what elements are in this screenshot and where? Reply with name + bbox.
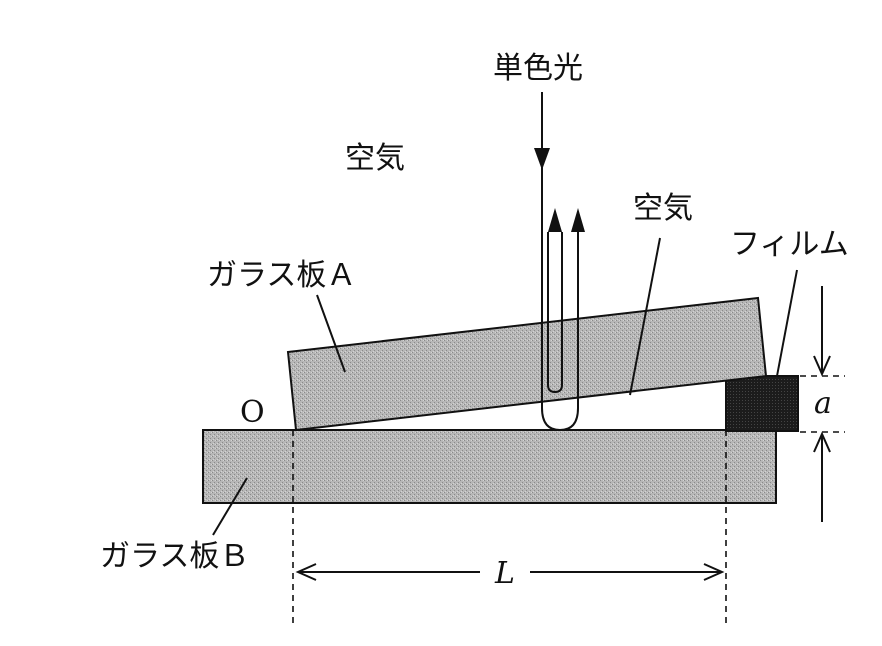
label-air-gap: 空気 xyxy=(633,191,693,226)
leader-film xyxy=(776,269,798,377)
thickness-arrowhead-top xyxy=(813,355,831,377)
label-plate-a: ガラス板Ａ xyxy=(207,258,356,293)
label-origin: O xyxy=(240,395,265,430)
reflected-arrow-head-1 xyxy=(548,208,562,232)
leader-plate-a xyxy=(316,294,346,373)
leader-air-gap xyxy=(629,237,661,396)
length-arrowhead-right xyxy=(703,563,725,581)
reflected-ray-inner xyxy=(547,232,563,394)
label-air-outer: 空気 xyxy=(345,141,405,176)
glass-plate-a xyxy=(286,296,768,432)
label-film: フィルム xyxy=(730,227,849,262)
label-light: 単色光 xyxy=(493,51,583,86)
incident-arrow-head xyxy=(534,148,550,170)
label-thickness: a xyxy=(814,386,832,421)
reflected-ray-outer xyxy=(541,232,579,432)
film-spacer xyxy=(725,375,799,432)
label-length: L xyxy=(494,556,515,591)
reflected-arrow-head-2 xyxy=(571,208,585,232)
leader-plate-b xyxy=(212,477,248,536)
label-plate-b: ガラス板Ｂ xyxy=(100,539,249,574)
glass-plate-b xyxy=(202,429,777,504)
length-arrowhead-left xyxy=(295,563,317,581)
thickness-arrowhead-bottom xyxy=(813,431,831,453)
